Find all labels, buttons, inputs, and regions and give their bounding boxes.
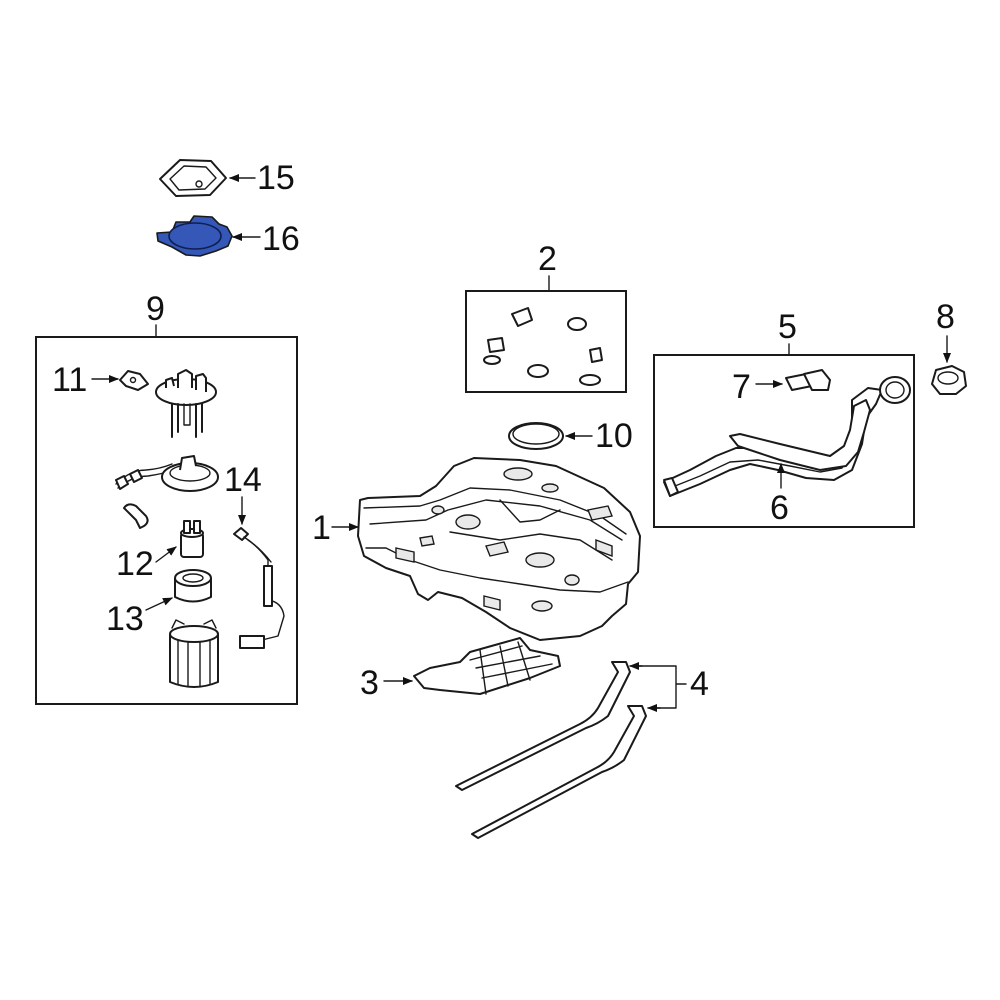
leader-4 [633,665,687,709]
callout-7[interactable]: 7 [732,368,751,406]
callout-14[interactable]: 14 [224,461,262,499]
part-hose[interactable] [123,503,149,529]
part-11-clip[interactable] [119,370,149,391]
callout-16[interactable]: 16 [262,220,300,258]
part-12-pump[interactable] [180,520,204,558]
leader-12 [155,546,177,563]
part-3-heat-shield[interactable] [413,637,561,695]
callout-5[interactable]: 5 [778,308,797,346]
callout-13[interactable]: 13 [106,600,144,638]
part-6-filler-pipe[interactable] [663,376,911,497]
part-1-fuel-tank[interactable] [357,457,641,641]
part-7-valve[interactable] [785,369,831,391]
callout-10[interactable]: 10 [595,417,633,455]
part-2-kit-pieces[interactable] [483,307,603,386]
pump-body-harness[interactable] [115,455,219,492]
callout-9[interactable]: 9 [146,290,165,328]
callout-6[interactable]: 6 [770,489,789,527]
callout-12[interactable]: 12 [116,545,154,583]
part-15-gasket[interactable] [159,159,227,197]
pump-flange[interactable] [155,369,217,438]
callout-4[interactable]: 4 [690,665,709,703]
part-13-filter-ring[interactable] [174,569,212,603]
part-10-gasket-ring[interactable] [508,422,564,450]
pump-module-box [35,336,298,705]
filler-box [653,354,915,528]
callout-8[interactable]: 8 [936,298,955,336]
callout-15[interactable]: 15 [257,159,295,197]
part-14-level-sender[interactable] [233,527,285,649]
callout-11[interactable]: 11 [52,361,87,399]
part-4-tank-straps[interactable] [455,661,647,839]
part-8-cap[interactable] [931,365,967,395]
callout-1[interactable]: 1 [312,509,331,547]
callout-3[interactable]: 3 [360,664,379,702]
pump-reservoir[interactable] [169,619,219,688]
kit-box [465,290,627,393]
leader-13 [145,597,173,611]
part-16-lock-ring[interactable] [156,215,233,257]
callout-2[interactable]: 2 [538,240,557,278]
